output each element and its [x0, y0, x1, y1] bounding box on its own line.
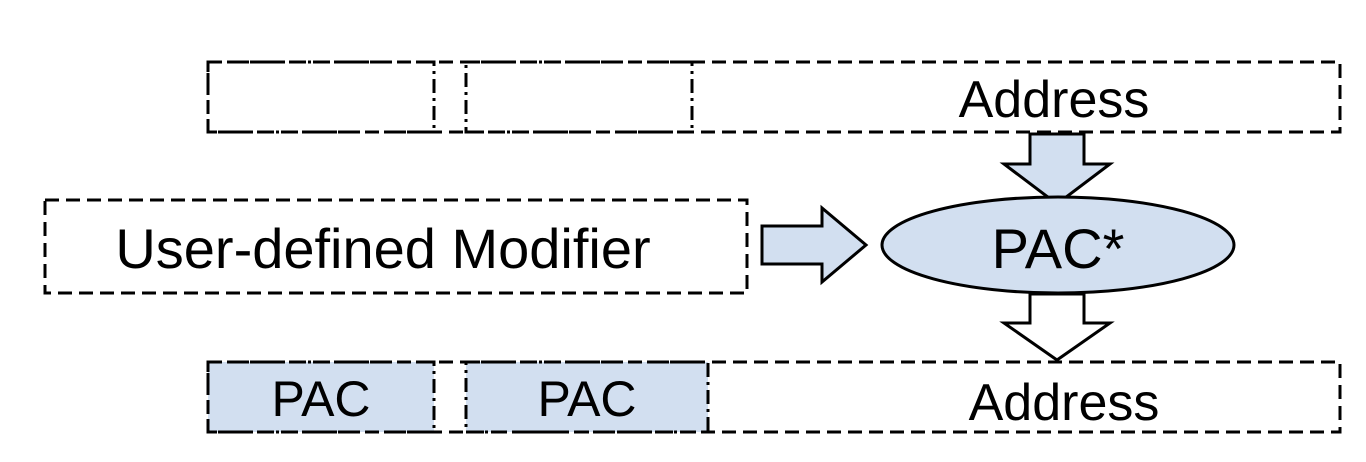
pac-function-label: PAC*: [992, 217, 1125, 280]
top-register-outline: [206, 60, 1342, 134]
arrow-address-to-pac: [999, 132, 1115, 206]
bottom-pac-fill-2: [466, 362, 708, 432]
bottom-address-label: Address: [969, 374, 1160, 432]
bottom-pac-label-2: PAC: [537, 371, 636, 427]
top-register-field-2: [464, 60, 694, 134]
bottom-register-outline: [206, 360, 1342, 434]
pac-function: PAC*: [880, 195, 1236, 295]
bottom-register: PAC PAC Address: [206, 360, 1342, 434]
modifier-outline: [43, 198, 749, 295]
bottom-register-field-2: [464, 360, 710, 434]
arrow-modifier-to-pac: [760, 204, 869, 286]
modifier-label: User-defined Modifier: [115, 217, 650, 280]
top-register-field-1: [206, 60, 436, 134]
bottom-pac-fill-1: [208, 362, 434, 432]
bottom-pac-label-1: PAC: [271, 371, 370, 427]
top-register: Address: [206, 60, 1342, 134]
bottom-register-field-1: [206, 360, 436, 434]
top-address-label: Address: [959, 71, 1150, 129]
modifier-box: User-defined Modifier: [43, 198, 749, 295]
arrow-pac-to-pointer: [999, 292, 1115, 362]
